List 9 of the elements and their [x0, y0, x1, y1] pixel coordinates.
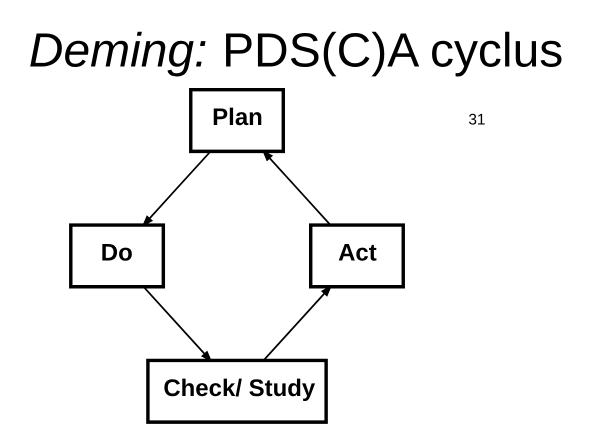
arrow: [143, 286, 212, 362]
node-box: Do: [69, 222, 166, 288]
label: 31: [468, 110, 486, 128]
arrow: [262, 149, 332, 226]
node-box: Plan: [189, 87, 285, 153]
node-box: Act: [309, 222, 405, 288]
diagram-title: Deming: PDS(C)A cyclus: [28, 24, 564, 77]
arrow: [142, 150, 212, 226]
node-box: Check/ Study: [146, 358, 328, 424]
